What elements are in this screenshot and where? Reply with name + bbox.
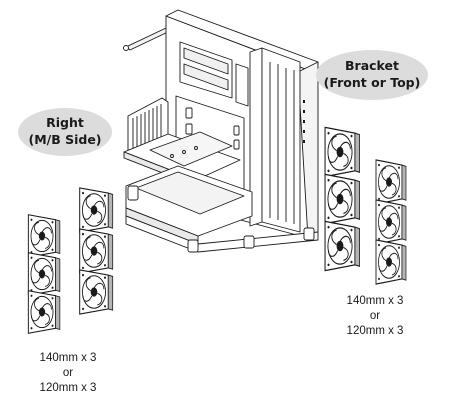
left-fan-stack-inner <box>79 187 114 315</box>
fan-icon <box>375 239 407 285</box>
fan-icon <box>324 173 361 225</box>
fan-icon <box>79 228 114 274</box>
fan-icon <box>27 214 61 258</box>
pc-case-drawing <box>123 9 319 253</box>
right-label-bubble: Right (M/B Side) <box>18 108 112 156</box>
right-label-line1: Right <box>46 115 84 130</box>
right-spec-text: 140mm x 3 or 120mm x 3 <box>347 295 404 337</box>
fan-icon <box>324 220 361 272</box>
fan-icon <box>79 269 114 315</box>
fan-icon <box>27 290 61 334</box>
fan-icon <box>375 159 407 205</box>
right-fan-stack-large <box>324 126 361 272</box>
right-spec-line1: 140mm x 3 <box>347 295 404 307</box>
left-fan-stack-outer <box>27 214 61 334</box>
bracket-label-line2: (Front or Top) <box>324 75 421 90</box>
left-spec-text: 140mm x 3 or 120mm x 3 <box>40 352 97 394</box>
left-spec-line3: 120mm x 3 <box>40 382 97 394</box>
right-spec-line3: 120mm x 3 <box>347 325 404 337</box>
right-fan-stack-small <box>375 159 407 285</box>
fan-icon <box>27 252 61 296</box>
right-label-line2: (M/B Side) <box>28 132 101 147</box>
left-spec-line2: or <box>63 367 73 379</box>
right-spec-line2: or <box>370 310 380 322</box>
bracket-label-bubble: Bracket (Front or Top) <box>316 50 428 100</box>
bracket-label-line1: Bracket <box>345 58 399 73</box>
fan-icon <box>375 199 407 245</box>
fan-icon <box>79 187 114 233</box>
fan-icon <box>324 126 361 178</box>
left-spec-line1: 140mm x 3 <box>40 352 97 364</box>
